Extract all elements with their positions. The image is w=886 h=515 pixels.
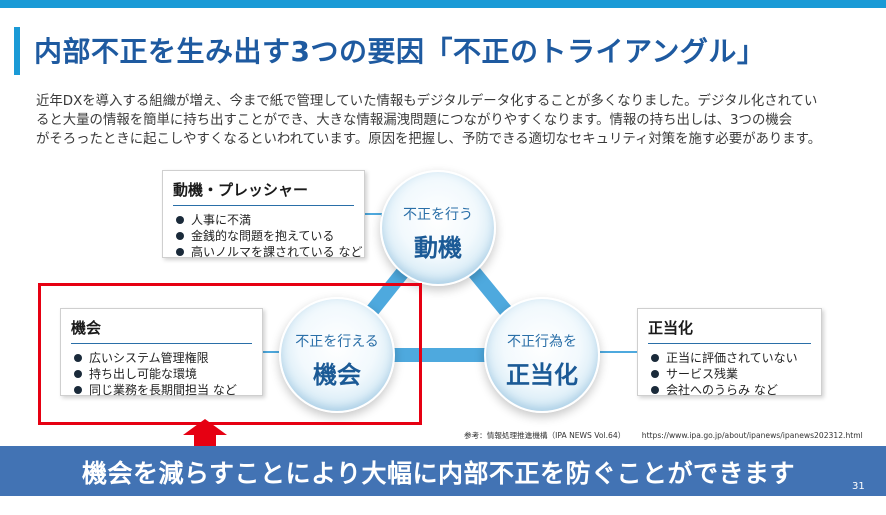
justification-circle-label: 正当化	[506, 361, 578, 389]
intro-line: ると大量の情報を簡単に持ち出すことができ、大きな情報漏洩問題につながりやすくなり…	[36, 113, 793, 128]
justification-circle: 不正行為を 正当化	[484, 297, 600, 413]
justification-box-title: 正当化	[648, 317, 811, 344]
list-item: サービス残業	[648, 366, 811, 382]
list-item: 会社へのうらみ など	[648, 382, 811, 398]
intro-line: がそろったときに起こしやすくなるといわれています。原因を把握し、予防できる適切な…	[36, 132, 822, 147]
opportunity-circle-caption: 不正を行える	[295, 334, 379, 350]
justification-box: 正当化 正当に評価されていない サービス残業 会社へのうらみ など	[637, 308, 822, 398]
opportunity-highlight-frame	[38, 283, 422, 425]
page-number: 31	[852, 481, 865, 492]
motive-circle-label: 動機	[414, 234, 462, 262]
intro-line: 近年DXを導入する組織が増え、今まで紙で管理していた情報もデジタルデータ化するこ…	[36, 94, 818, 109]
opportunity-circle-label: 機会	[313, 361, 361, 389]
page-title: 内部不正を生み出す3つの要因「不正のトライアングル」	[34, 35, 766, 68]
motive-circle-caption: 不正を行う	[403, 207, 473, 223]
motive-box: 動機・プレッシャー 人事に不満 金銭的な問題を抱えている 高いノルマを課されてい…	[162, 170, 365, 260]
list-item: 正当に評価されていない	[648, 350, 811, 366]
motive-circle: 不正を行う 動機	[380, 170, 496, 286]
intro-text: 近年DXを導入する組織が増え、今まで紙で管理していた情報もデジタルデータ化するこ…	[36, 92, 856, 149]
justification-circle-caption: 不正行為を	[507, 334, 577, 350]
source-url: https://www.ipa.go.jp/about/ipanews/ipan…	[641, 431, 863, 440]
source-citation: 参考：情報処理推進機構（IPA NEWS Vol.64） https://www…	[464, 430, 863, 441]
title-accent-bar	[14, 27, 20, 75]
list-item: 持ち出し可能な環境	[71, 366, 252, 382]
list-item: 金銭的な問題を抱えている	[173, 228, 354, 244]
list-item: 人事に不満	[173, 212, 354, 228]
list-item: 広いシステム管理権限	[71, 350, 252, 366]
list-item: 同じ業務を長期間担当 など	[71, 382, 252, 398]
list-item: 高いノルマを課されている など	[173, 244, 362, 260]
source-label: 参考：情報処理推進機構（IPA NEWS Vol.64）	[464, 431, 626, 440]
up-arrow-icon	[183, 419, 227, 447]
top-accent-bar	[0, 0, 886, 8]
opportunity-box: 機会 広いシステム管理権限 持ち出し可能な環境 同じ業務を長期間担当 など	[60, 308, 263, 398]
motive-box-title: 動機・プレッシャー	[173, 179, 354, 206]
banner-text: 機会を減らすことにより大幅に内部不正を防ぐことができます	[82, 459, 796, 488]
opportunity-box-title: 機会	[71, 317, 252, 344]
conclusion-banner: 機会を減らすことにより大幅に内部不正を防ぐことができます	[0, 446, 886, 496]
opportunity-circle: 不正を行える 機会	[279, 297, 395, 413]
